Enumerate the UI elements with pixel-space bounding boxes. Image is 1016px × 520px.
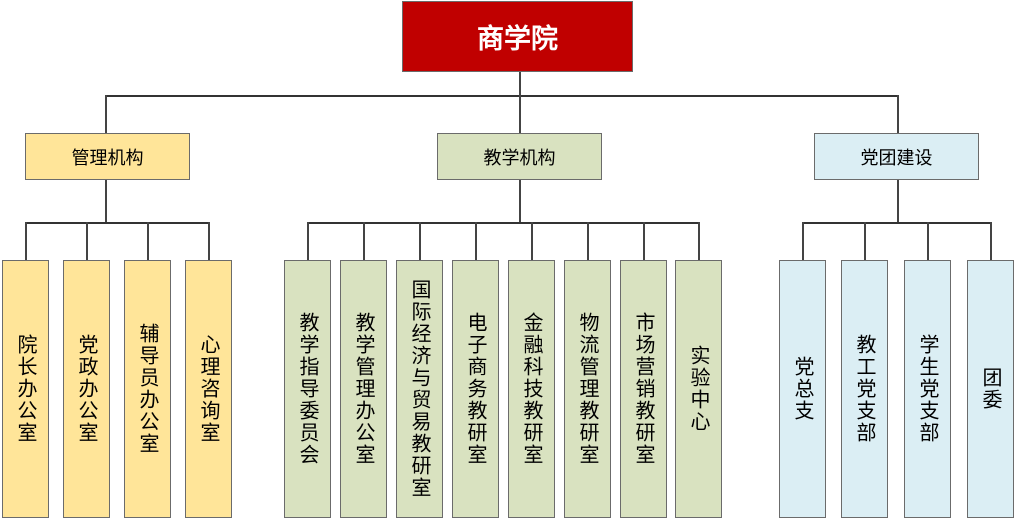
leaf-node: 实验中心 (675, 260, 722, 518)
leaf-node: 电子商务教研室 (452, 260, 499, 518)
connector (25, 222, 209, 224)
group-management: 管理机构 (25, 133, 190, 180)
connector (419, 222, 421, 260)
leaf-node: 市场营销教研室 (620, 260, 667, 518)
root-node: 商学院 (402, 1, 633, 72)
connector (864, 222, 866, 260)
connector (208, 222, 210, 260)
connector (519, 95, 521, 133)
connector (643, 222, 645, 260)
leaf-node: 团委 (967, 260, 1014, 518)
leaf-node: 党政办公室 (63, 260, 110, 518)
connector (307, 222, 309, 260)
connector (802, 222, 991, 224)
connector (475, 222, 477, 260)
connector (519, 180, 521, 222)
connector (531, 222, 533, 260)
connector (105, 180, 107, 222)
leaf-node: 院长办公室 (2, 260, 49, 518)
leaf-node: 金融科技教研室 (508, 260, 555, 518)
leaf-node: 教学指导委员会 (284, 260, 331, 518)
connector (897, 95, 899, 133)
leaf-node: 辅导员办公室 (124, 260, 171, 518)
group-party: 党团建设 (814, 133, 979, 180)
connector (307, 222, 699, 224)
connector (86, 222, 88, 260)
leaf-node: 心理咨询室 (185, 260, 232, 518)
leaf-node: 教工党支部 (841, 260, 888, 518)
leaf-node: 国际经济与贸易教研室 (396, 260, 443, 518)
connector (147, 222, 149, 260)
connector (105, 95, 107, 133)
connector (587, 222, 589, 260)
leaf-node: 教学管理办公室 (340, 260, 387, 518)
leaf-node: 党总支 (779, 260, 826, 518)
connector (990, 222, 992, 260)
leaf-node: 学生党支部 (904, 260, 951, 518)
group-teaching: 教学机构 (437, 133, 602, 180)
connector (698, 222, 700, 260)
connector (927, 222, 929, 260)
connector (25, 222, 27, 260)
connector (897, 180, 899, 222)
connector (519, 72, 521, 95)
connector (802, 222, 804, 260)
leaf-node: 物流管理教研室 (564, 260, 611, 518)
connector (105, 95, 898, 97)
connector (363, 222, 365, 260)
